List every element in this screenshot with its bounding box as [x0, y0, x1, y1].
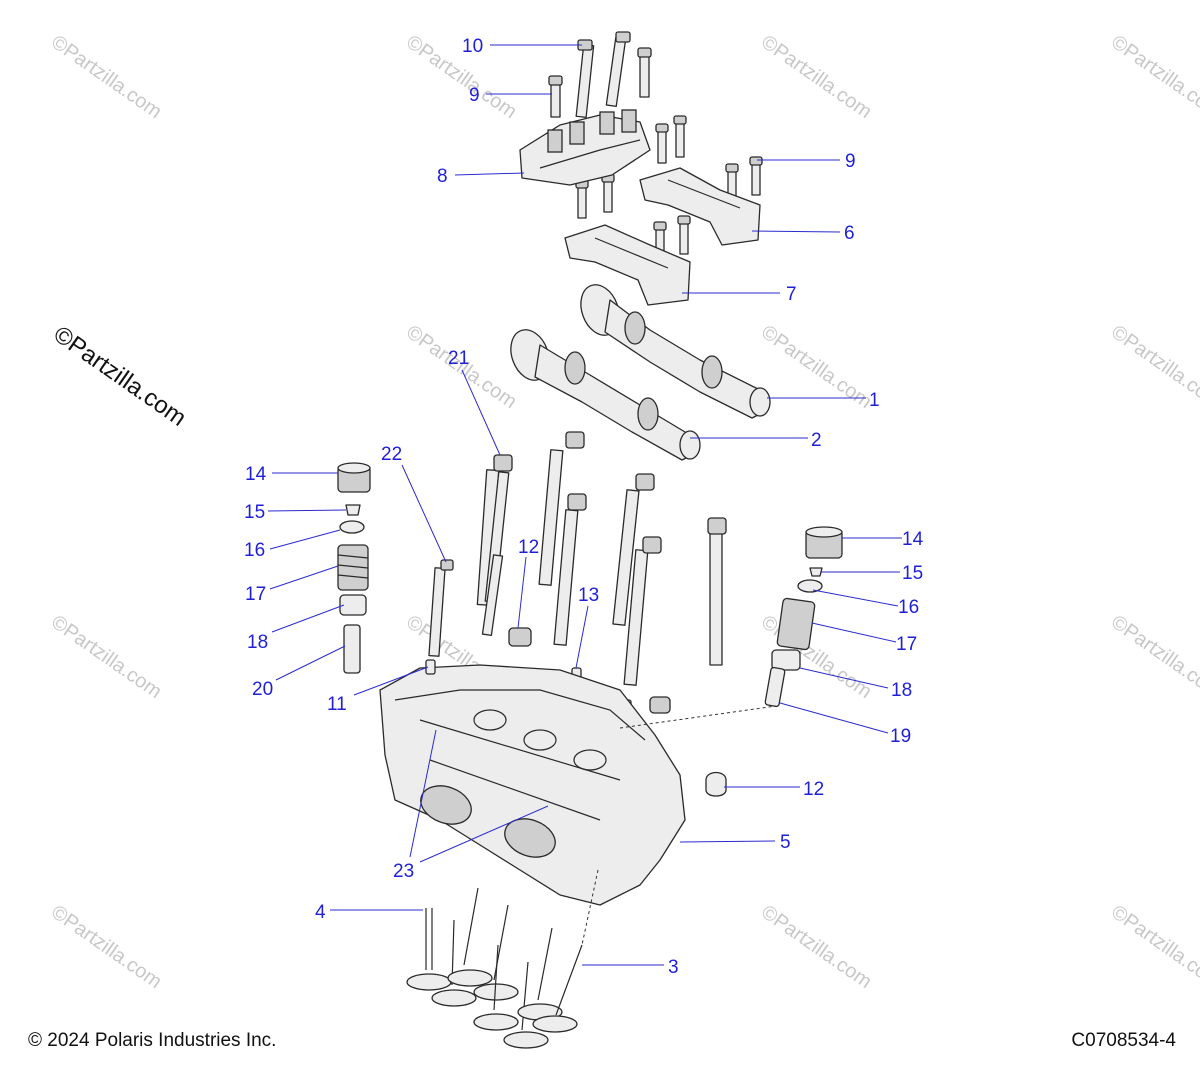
callout-7: 7	[786, 284, 797, 305]
stud-22	[428, 559, 454, 657]
callout-19: 19	[890, 726, 911, 747]
callout-labels: 10 9 8 9 6 7 1 21 2 14 22 15 16 12 14 15…	[244, 36, 924, 978]
callout-2: 2	[811, 430, 822, 451]
callout-15: 15	[244, 502, 265, 523]
cylinder-head	[379, 659, 686, 906]
copyright-notice: © 2024 Polaris Industries Inc.	[28, 1030, 277, 1051]
callout-14: 14	[245, 464, 267, 485]
callout-10: 10	[462, 36, 483, 57]
callout-14: 14	[902, 529, 924, 550]
alignment-dashes	[581, 705, 777, 946]
callout-16: 16	[898, 597, 919, 618]
camshaft-exhaust	[580, 284, 771, 419]
watermark: ©Partzilla.com	[47, 611, 165, 703]
watermark: ©Partzilla.com	[1107, 901, 1200, 993]
watermark: ©Partzilla.com	[757, 321, 875, 413]
watermark: ©Partzilla.com	[1107, 611, 1200, 703]
camshaft-intake	[510, 329, 701, 461]
callout-8: 8	[437, 166, 448, 187]
callout-20: 20	[252, 679, 273, 700]
callout-5: 5	[780, 832, 791, 853]
callout-18: 18	[247, 632, 268, 653]
watermark: ©Partzilla.com	[1107, 31, 1200, 123]
callout-9: 9	[845, 151, 856, 172]
callout-12: 12	[803, 779, 824, 800]
head-bolts	[476, 431, 727, 686]
callout-22: 22	[381, 444, 402, 465]
watermark-primary: ©Partzilla.com	[49, 321, 192, 432]
watermark: ©Partzilla.com	[757, 901, 875, 993]
valves	[406, 887, 583, 1049]
callout-3: 3	[668, 957, 679, 978]
callout-4: 4	[315, 902, 326, 923]
parts-layer	[337, 31, 843, 1049]
callout-1: 1	[869, 390, 880, 411]
camshaft-cap-6	[639, 167, 761, 246]
callout-15: 15	[902, 563, 923, 584]
drawing-number: C0708534-4	[1071, 1030, 1176, 1051]
callout-23: 23	[393, 861, 414, 882]
valve-train-left	[337, 462, 371, 674]
watermark: ©Partzilla.com	[757, 31, 875, 123]
callout-13: 13	[578, 585, 599, 606]
callout-17: 17	[896, 634, 917, 655]
watermark: ©Partzilla.com	[47, 31, 165, 123]
valve-train-right	[764, 526, 843, 708]
camshaft-cap-8	[519, 109, 651, 186]
callout-12: 12	[518, 537, 539, 558]
callout-21: 21	[448, 348, 469, 369]
callout-9: 9	[469, 85, 480, 106]
watermark: ©Partzilla.com	[1107, 321, 1200, 413]
leader-lines	[267, 44, 902, 966]
camshaft-cap-7	[564, 224, 691, 306]
callout-16: 16	[244, 540, 265, 561]
callout-6: 6	[844, 223, 855, 244]
callout-17: 17	[245, 584, 266, 605]
callout-11: 11	[327, 694, 347, 715]
callout-18: 18	[891, 680, 912, 701]
bolt-group-top	[548, 31, 763, 261]
watermark: ©Partzilla.com	[47, 901, 165, 993]
